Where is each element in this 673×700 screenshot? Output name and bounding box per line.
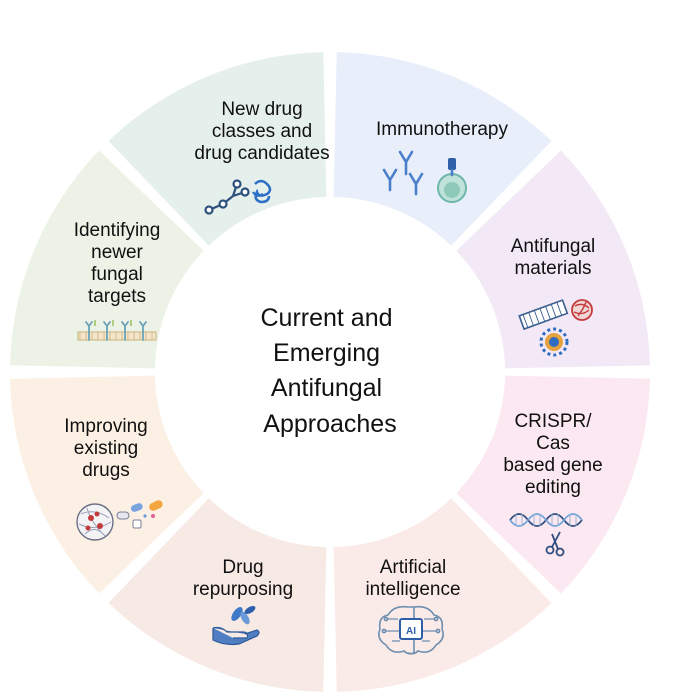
- label-immunotherapy-line-1: Immunotherapy: [376, 119, 509, 140]
- dna-scissors-icon: [509, 513, 583, 557]
- membrane-receptor-icon: [77, 320, 157, 341]
- label-identifying-fungal-targets-line-1: Identifying: [74, 220, 161, 241]
- segment-identifying-fungal-targets: [10, 150, 204, 369]
- wheel-segments: [10, 52, 650, 692]
- label-artificial-intelligence-line-1: Artificial: [380, 557, 447, 578]
- label-crispr-cas-line-4: editing: [525, 477, 581, 498]
- label-antifungal-materials-line-1: Antifungal: [511, 236, 596, 257]
- center-title: Current and Emerging Antifungal Approach…: [261, 304, 400, 438]
- label-new-drug-classes-line-1: New drug: [221, 99, 302, 120]
- segment-drug-repurposing: [108, 498, 327, 692]
- label-crispr-cas-line-1: CRISPR/: [514, 411, 592, 432]
- hand-pills-icon: [212, 606, 260, 646]
- center-title-line-2: Emerging: [273, 339, 380, 367]
- label-drug-repurposing-line-1: Drug: [222, 557, 263, 578]
- label-improving-existing-drugs-line-1: Improving: [64, 416, 147, 437]
- label-antifungal-materials-line-2: materials: [514, 258, 591, 279]
- label-artificial-intelligence-line-2: intelligence: [365, 579, 460, 600]
- center-hole: [155, 197, 505, 547]
- nanomaterial-icon: [518, 299, 593, 357]
- segment-crispr-cas: [456, 375, 650, 594]
- segment-antifungal-materials: [456, 150, 650, 369]
- label-improving-existing-drugs-line-2: existing: [74, 438, 138, 459]
- ai-brain-icon: AI: [378, 605, 444, 655]
- segment-artificial-intelligence: [333, 498, 552, 692]
- label-new-drug-classes-line-3: drug candidates: [194, 143, 329, 164]
- label-drug-repurposing-line-2: repurposing: [193, 579, 293, 600]
- label-crispr-cas-line-3: based gene: [503, 455, 602, 476]
- segment-immunotherapy: [333, 52, 552, 246]
- segment-new-drug-classes: [108, 52, 327, 246]
- label-improving-existing-drugs-line-3: drugs: [82, 460, 130, 481]
- antibody-cell-icon: [382, 150, 467, 203]
- label-immunotherapy: Immunotherapy: [376, 119, 509, 140]
- label-new-drug-classes-line-2: classes and: [212, 121, 312, 142]
- ai-chip-label: AI: [406, 626, 416, 637]
- molecule-icon: [204, 179, 272, 215]
- label-identifying-fungal-targets-line-3: fungal: [91, 264, 143, 285]
- center-title-line-3: Antifungal: [271, 374, 382, 402]
- center-title-line-4: Approaches: [263, 410, 396, 438]
- segment-improving-existing-drugs: [10, 375, 204, 594]
- label-identifying-fungal-targets-line-2: newer: [91, 242, 143, 263]
- label-crispr-cas-line-2: Cas: [536, 433, 570, 454]
- label-identifying-fungal-targets-line-4: targets: [88, 286, 146, 307]
- nanoparticle-pills-icon: [76, 500, 163, 541]
- center-title-line-1: Current and: [261, 304, 393, 332]
